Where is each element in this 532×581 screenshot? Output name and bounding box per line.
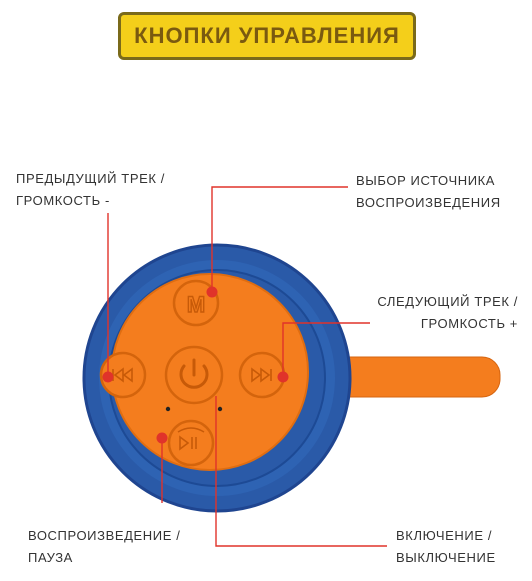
label-play-pause-line2: ПАУЗА <box>28 550 73 565</box>
callout-dots <box>102 286 289 444</box>
label-next-track: СЛЕДУЮЩИЙ ТРЕК / ГРОМКОСТЬ + <box>377 291 518 335</box>
power-button[interactable] <box>164 345 224 405</box>
power-icon <box>179 358 209 389</box>
label-source-select: ВЫБОР ИСТОЧНИКА ВОСПРОИЗВЕДЕНИЯ <box>356 170 501 214</box>
label-prev-track: ПРЕДЫДУЩИЙ ТРЕК / ГРОМКОСТЬ - <box>16 168 165 212</box>
label-play-pause: ВОСПРОИЗВЕДЕНИЕ / ПАУЗА <box>28 525 180 569</box>
mode-glyph: M <box>187 292 205 317</box>
previous-button[interactable] <box>99 351 147 399</box>
label-next-track-line2: ГРОМКОСТЬ + <box>420 316 518 331</box>
label-prev-track-line1: ПРЕДЫДУЩИЙ ТРЕК / <box>16 171 165 186</box>
label-source-select-line2: ВОСПРОИЗВЕДЕНИЯ <box>356 195 501 210</box>
led-indicator <box>217 406 223 412</box>
label-next-track-line1: СЛЕДУЮЩИЙ ТРЕК / <box>377 294 518 309</box>
label-play-pause-line1: ВОСПРОИЗВЕДЕНИЕ / <box>28 528 181 543</box>
label-power: ВКЛЮЧЕНИЕ / ВЫКЛЮЧЕНИЕ <box>396 525 496 569</box>
label-prev-track-line2: ГРОМКОСТЬ - <box>16 193 110 208</box>
play-pause-button[interactable] <box>167 419 215 467</box>
title-text: КНОПКИ УПРАВЛЕНИЯ <box>134 23 400 48</box>
play-pause-icon <box>177 427 205 451</box>
next-icon <box>251 367 272 383</box>
label-source-select-line1: ВЫБОР ИСТОЧНИКА <box>356 173 496 188</box>
next-button[interactable] <box>238 351 286 399</box>
title-banner: КНОПКИ УПРАВЛЕНИЯ <box>118 12 416 60</box>
callout-lines <box>107 186 387 547</box>
label-power-line1: ВКЛЮЧЕНИЕ / <box>396 528 493 543</box>
label-power-line2: ВЫКЛЮЧЕНИЕ <box>396 550 496 565</box>
mic-hole <box>165 406 171 412</box>
